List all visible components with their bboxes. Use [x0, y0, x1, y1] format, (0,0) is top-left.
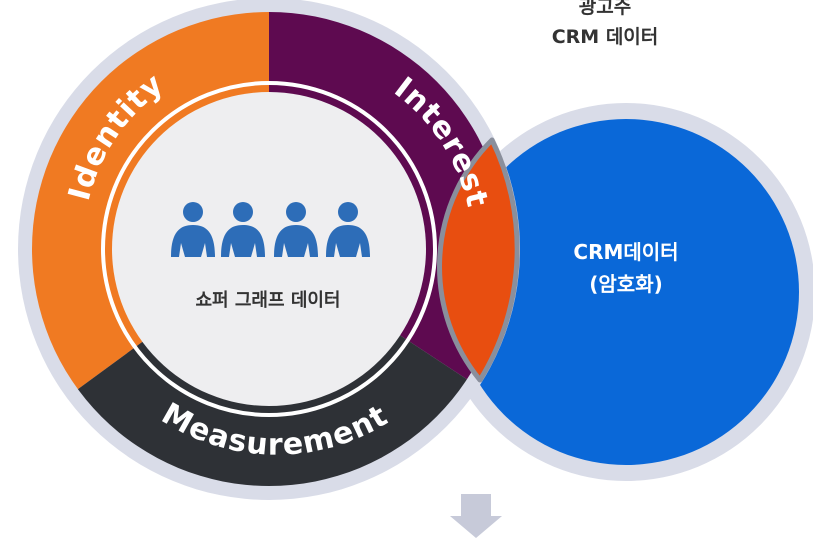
crm-label-line2: (암호화) — [589, 272, 662, 296]
advertiser-crm-title: 광고주 CRM 데이터 — [500, 0, 710, 52]
overlap-lens — [437, 137, 520, 383]
down-arrow-icon — [450, 494, 502, 538]
advertiser-crm-title-line2: CRM 데이터 — [551, 26, 659, 48]
center-disk — [112, 92, 426, 406]
crm-label-line1: CRM데이터 — [573, 240, 678, 264]
people-icon — [171, 202, 370, 257]
center-label: 쇼퍼 그래프 데이터 — [195, 290, 340, 311]
advertiser-crm-title-line1: 광고주 — [578, 0, 632, 18]
crm-circle — [453, 119, 799, 465]
inner-ring-line — [101, 81, 437, 417]
